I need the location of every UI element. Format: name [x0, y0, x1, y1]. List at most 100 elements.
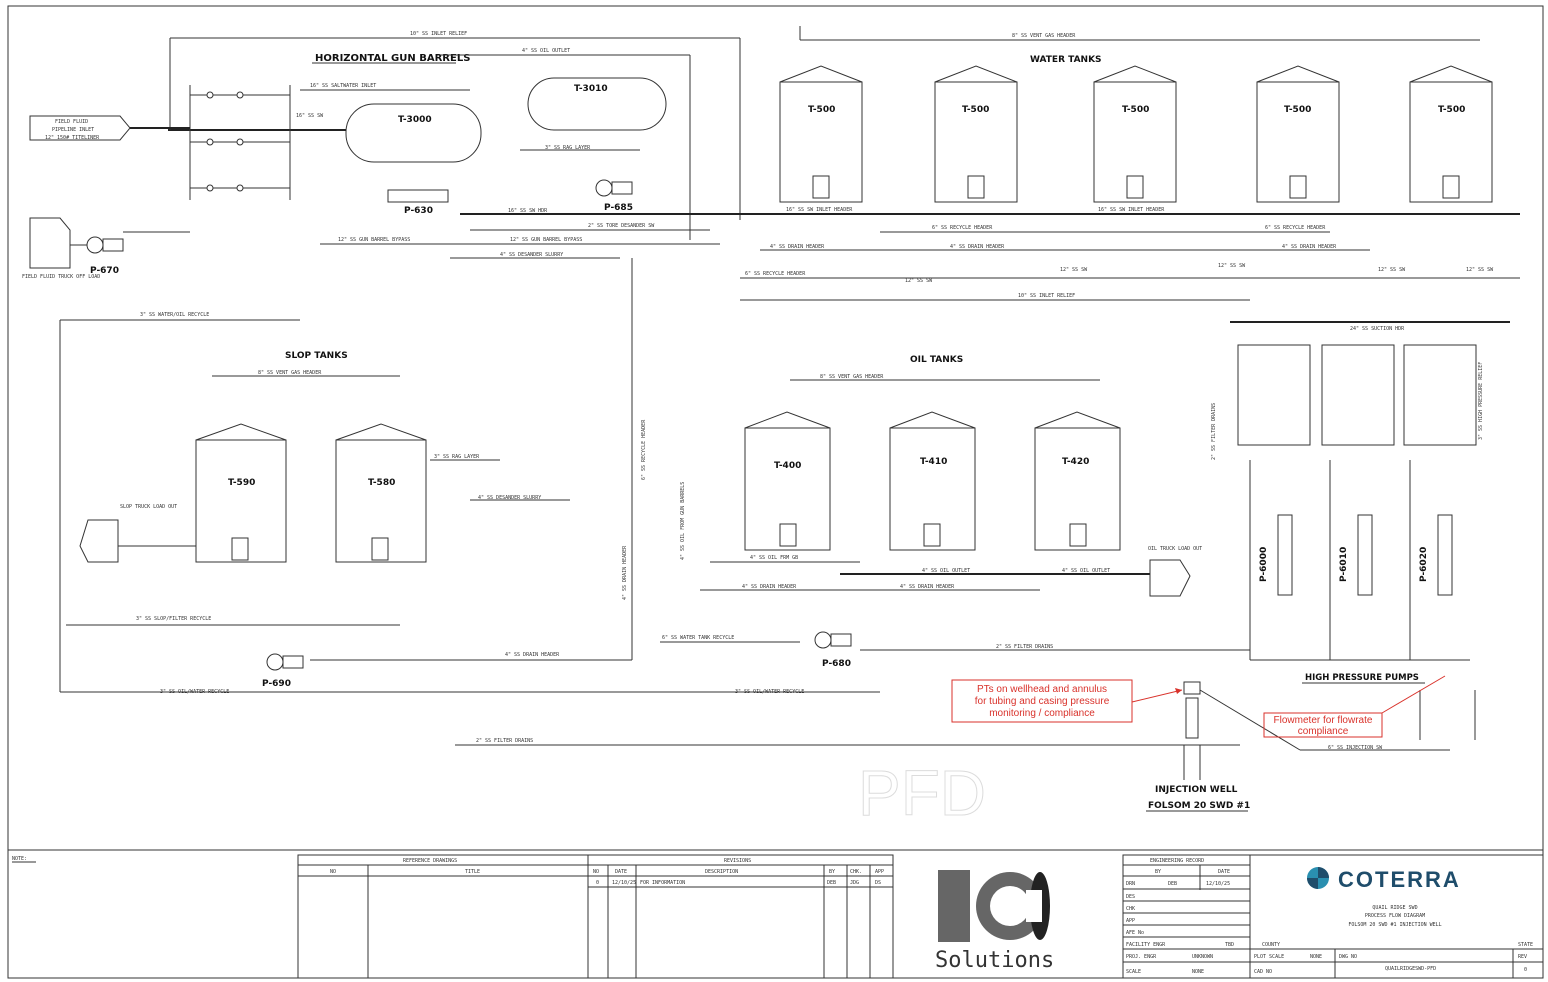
p690-label: P-690 [262, 679, 291, 689]
oil-tanks-title: OIL TANKS [910, 355, 963, 365]
drain-header-label-2: 4" SS DRAIN HEADER [950, 244, 1005, 250]
flow-note-line2: compliance [1298, 726, 1349, 737]
plot-scale-value: NONE [1310, 954, 1322, 960]
pipe-spec-label: 12" 150# TITELINER [45, 135, 100, 141]
slop-loadout-label: SLOP TRUCK LOAD OUT [120, 504, 177, 510]
eng-record-title: ENGINEERING RECORD [1150, 858, 1204, 864]
revisions-title: REVISIONS [724, 858, 751, 864]
rev-row-app: DS [875, 880, 881, 886]
sw12-label-5: 12" SS SW [905, 278, 933, 284]
t580-label: T-580 [368, 478, 395, 488]
rev-value: 0 [1524, 967, 1527, 973]
recycle-lines: 3" SS WATER/OIL RECYCLE 6" SS RECYCLE HE… [59, 258, 1484, 692]
note-label: NOTE: [12, 856, 27, 862]
dwg-no-label: DWG NO [1339, 954, 1357, 960]
field-fluid-label: FIELD FLUID [55, 119, 88, 125]
p670-label: P-670 [90, 266, 119, 276]
water-tank-recycle-label: 6" SS WATER TANK RECYCLE [662, 635, 734, 641]
wellhead-pt [1183, 681, 1201, 695]
hp-pump-p6020 [1437, 514, 1453, 596]
oil-drain-header-label-1: 4" SS DRAIN HEADER [742, 584, 797, 590]
gb-bypass-label: 12" SS GUN BARREL BYPASS [338, 237, 410, 243]
dwg-no-value: QUAILRIDGESWD-PFD [1385, 966, 1436, 972]
inlet-relief-label: 10" SS INLET RELIEF [410, 31, 467, 37]
truck-offload [29, 217, 71, 269]
rev-label: REV [1518, 954, 1527, 960]
project-line-1: QUAIL RIDGE SWD [1372, 905, 1417, 911]
hp-pump-section: P-6000 P-6010 P-6020 HIGH PRESSURE PUMPS… [1237, 344, 1477, 751]
t400-label: T-400 [774, 461, 801, 471]
t3000-label: T-3000 [398, 115, 432, 125]
filter-drains-vert-label: 2" SS FILTER DRAINS [1211, 403, 1217, 460]
scale-label: SCALE [1126, 969, 1141, 975]
oil-drain-header-label-2: 4" SS DRAIN HEADER [900, 584, 955, 590]
sw-inlet-header-label-1: 16" SS SW INLET HEADER [786, 207, 853, 213]
pump-p680 [814, 631, 832, 649]
eng-by-header: BY [1155, 869, 1161, 875]
filter-skid-1 [1237, 344, 1311, 446]
rev-col-description: DESCRIPTION [705, 869, 738, 875]
pt-note-line3: monitoring / compliance [989, 708, 1095, 719]
oil-truck-loadout [1149, 559, 1191, 597]
injection-well-section: INJECTION WELL FOLSOM 20 SWD #1 PTs on w… [858, 675, 1446, 830]
rag-layer-label: 3" SS RAG LAYER [545, 145, 591, 151]
gun-barrel-section: HORIZONTAL GUN BARRELS T-3000 T-3010 10"… [22, 31, 1520, 280]
pump-p670 [86, 236, 104, 254]
facility-engr-value: TBD [1225, 942, 1234, 948]
hp-pump-p6000 [1277, 514, 1293, 596]
injection-sw-label: 6" SS INJECTION SW [1328, 745, 1383, 751]
oil-water-recycle-label-2: 3" SS OIL/WATER RECYCLE [735, 689, 804, 695]
oil-loadout-label: OIL TRUCK LOAD OUT [1148, 546, 1202, 552]
flow-annotation-arrow [1381, 675, 1446, 714]
gun-barrels-title: HORIZONTAL GUN BARRELS [315, 53, 470, 64]
rev-row-by: DEB [827, 880, 836, 886]
des-label: DES [1126, 894, 1135, 900]
inlet-relief-10-label: 10" SS INLET RELIEF [1018, 293, 1075, 299]
p630-label: P-630 [404, 206, 433, 216]
slop-drain-header-label: 4" SS DRAIN HEADER [505, 652, 560, 658]
afe-label: AFE No [1126, 930, 1144, 936]
injection-well-title: INJECTION WELL [1155, 785, 1238, 795]
sw-inlet-header-label-2: 16" SS SW INLET HEADER [1098, 207, 1165, 213]
filter-skid-3 [1403, 344, 1477, 446]
sw-hdr-label: 16" SS SW HDR [508, 208, 548, 214]
drain-header-label-3: 4" SS DRAIN HEADER [1282, 244, 1337, 250]
proj-engr-label: PROJ. ENGR [1126, 954, 1157, 960]
hp-pump-p6010 [1357, 514, 1373, 596]
ref-no-header: NO [330, 869, 336, 875]
slop-vent-gas-label: 8" SS VENT GAS HEADER [258, 370, 322, 376]
vessel-t3000 [345, 103, 482, 163]
recycle-header-label-3: 6" SS RECYCLE HEADER [745, 271, 806, 277]
revisions-table [587, 854, 894, 979]
water-tanks-title: WATER TANKS [1030, 55, 1102, 65]
company-block [1249, 854, 1544, 979]
t3010-label: T-3010 [574, 84, 608, 94]
pt-annotation-arrow [1131, 689, 1183, 703]
rev-col-app: APP [875, 869, 884, 875]
p680-label: P-680 [822, 659, 851, 669]
desander-slurry-label: 4" SS DESANDER SLURRY [500, 252, 563, 258]
oil-outlet-label-1: 4" SS OIL OUTLET [922, 568, 970, 574]
p6010-label: P-6010 [1339, 547, 1349, 582]
cad-no-label: CAD NO [1254, 969, 1272, 975]
pt-note-line2: for tubing and casing pressure [975, 696, 1110, 707]
slop-tank-section: SLOP TANKS 8" SS VENT GAS HEADER T-590 T… [60, 351, 880, 695]
slop-tanks-title: SLOP TANKS [285, 351, 348, 361]
hp-pumps-title: HIGH PRESSURE PUMPS [1305, 673, 1419, 683]
flow-note-line1: Flowmeter for flowrate [1274, 715, 1373, 726]
filter-drains-label-2: 2" SS FILTER DRAINS [476, 738, 533, 744]
hp-relief-label: 3" SS HIGH PRESSURE RELIEF [1478, 362, 1484, 440]
project-line-3: FOLSOM 20 SWD #1 INJECTION WELL [1348, 922, 1441, 928]
t500-label-4: T-500 [1284, 105, 1311, 115]
drain-header-label-1: 4" SS DRAIN HEADER [770, 244, 825, 250]
pump-p630 [387, 189, 449, 203]
recycle-header-vert-label: 6" SS RECYCLE HEADER [641, 419, 647, 480]
oil-water-recycle-label-1: 3" SS OIL/WATER RECYCLE [160, 689, 229, 695]
drain-header-vert-label: 4" SS DRAIN HEADER [622, 545, 628, 600]
rev-col-no: NO [593, 869, 599, 875]
t590-label: T-590 [228, 478, 255, 488]
pt-annotation-box [951, 679, 1133, 723]
filter-skid-2 [1321, 344, 1395, 446]
water-oil-recycle-label: 3" SS WATER/OIL RECYCLE [140, 312, 209, 318]
